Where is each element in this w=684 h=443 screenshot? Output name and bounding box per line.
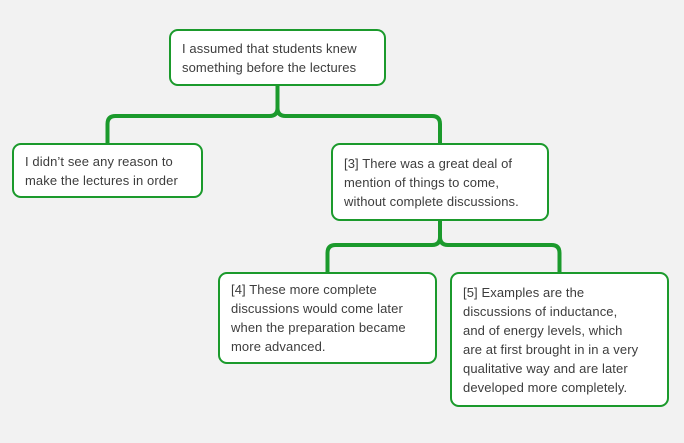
node-root-text: I assumed that students knew something b…: [182, 40, 357, 75]
connector-root-to-node-3: [275, 84, 442, 145]
connector-root-to-node-left: [105, 84, 280, 145]
node-no-reason-order-text: I didn’t see any reason to make the lect…: [25, 153, 178, 188]
connector-node-3-to-node-5: [438, 219, 562, 274]
node-4-complete-discussions[interactable]: [4] These more complete discussions woul…: [218, 272, 437, 364]
node-3-text: [3] There was a great deal of mention of…: [344, 155, 519, 209]
node-root[interactable]: I assumed that students knew something b…: [169, 29, 386, 86]
node-no-reason-order[interactable]: I didn’t see any reason to make the lect…: [12, 143, 203, 198]
node-5-examples[interactable]: [5] Examples are the discussions of indu…: [450, 272, 669, 407]
node-3-mention-of-things[interactable]: [3] There was a great deal of mention of…: [331, 143, 549, 221]
node-4-text: [4] These more complete discussions woul…: [231, 282, 406, 354]
node-5-text: [5] Examples are the discussions of indu…: [463, 284, 639, 395]
connector-node-3-to-node-4: [325, 219, 442, 274]
